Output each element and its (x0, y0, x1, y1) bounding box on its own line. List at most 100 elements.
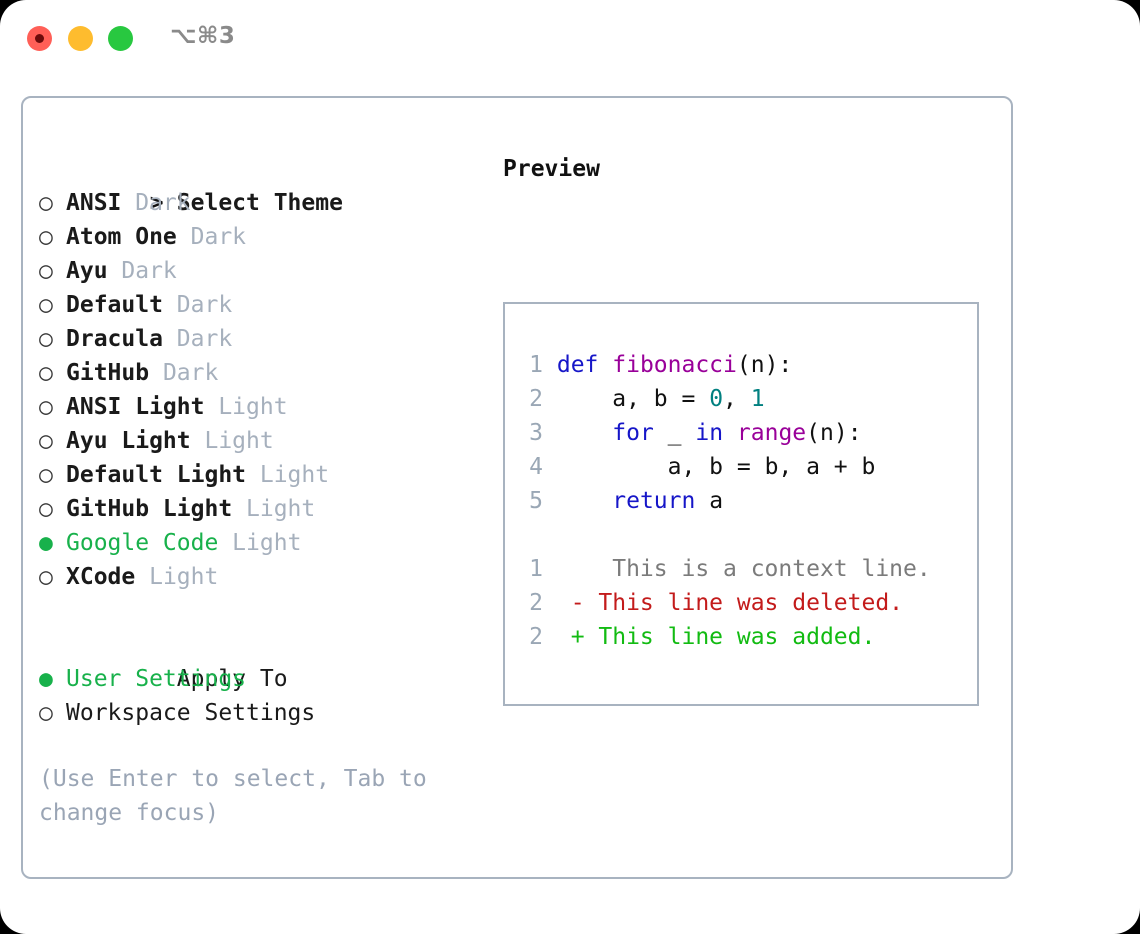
preview-column: Preview 1 def fibonacci(n):2 a, b = 0, 1… (503, 152, 993, 706)
code-token: return (612, 488, 696, 514)
diff-line: 1 This is a context line. (517, 552, 967, 586)
section-spacer (39, 594, 509, 628)
line-number: 2 (529, 590, 543, 616)
theme-variant-tag: Dark (107, 258, 177, 284)
theme-list-item[interactable]: ○ Dracula Dark (39, 322, 509, 356)
theme-variant-tag: Light (135, 564, 219, 590)
theme-name: GitHub (66, 360, 150, 386)
select-theme-header: > Select Theme (39, 152, 509, 216)
apply-to-list: ● User Settings ○Workspace Settings (39, 662, 509, 730)
line-number: 2 (529, 386, 543, 412)
theme-variant-tag: Light (204, 394, 288, 420)
minimize-button-icon[interactable] (68, 26, 93, 51)
theme-list-item[interactable]: ○ GitHub Dark (39, 356, 509, 390)
maximize-button-icon[interactable] (108, 26, 133, 51)
radio-unselected-icon[interactable]: ○ (39, 224, 53, 250)
apply-to-label: User Settings (66, 666, 247, 692)
code-token: (n): (736, 352, 793, 378)
theme-variant-tag: Dark (176, 224, 247, 250)
prompt-caret-icon: > (149, 190, 164, 216)
gutter-gap (543, 454, 557, 480)
radio-unselected-icon[interactable]: ○ (39, 462, 53, 488)
theme-list-item[interactable]: ○ANSI Light Light (39, 390, 509, 424)
theme-list-item[interactable]: ○Ayu Dark (39, 254, 509, 288)
apply-to-option[interactable]: ● User Settings (39, 662, 509, 696)
theme-name: Default (66, 292, 163, 318)
line-number: 1 (529, 352, 543, 378)
page-title: Select Theme (176, 190, 343, 216)
radio-unselected-icon[interactable]: ○ (39, 564, 53, 590)
radio-unselected-icon[interactable]: ○ (39, 428, 53, 454)
theme-name: Google Code (66, 530, 219, 556)
theme-list-item[interactable]: ○ XCode Light (39, 560, 509, 594)
radio-unselected-icon[interactable]: ○ (39, 700, 53, 726)
code-token: 0 (709, 386, 724, 412)
theme-list-item[interactable]: ○Atom One Dark (39, 220, 509, 254)
radio-unselected-icon[interactable]: ○ (39, 326, 53, 352)
diff-marker: - (543, 590, 585, 616)
theme-list-item[interactable]: ○ Ayu Light Light (39, 424, 509, 458)
code-token: 1 (750, 386, 765, 412)
diff-marker (543, 556, 585, 582)
code-line: 1 def fibonacci(n): (517, 348, 967, 382)
theme-list-item[interactable]: ○ Default Dark (39, 288, 509, 322)
theme-variant-tag: Light (246, 462, 330, 488)
code-token: in (695, 420, 724, 446)
radio-unselected-icon[interactable]: ○ (39, 292, 53, 318)
diff-line: 2 - This line was deleted. (517, 586, 967, 620)
code-line: 4 a, b = b, a + b (517, 450, 967, 484)
theme-variant-tag: Light (232, 496, 316, 522)
code-token: def (556, 352, 613, 378)
theme-variant-tag: Light (190, 428, 274, 454)
code-token: a, b = (556, 386, 710, 412)
code-token: fibonacci (612, 352, 737, 378)
radio-unselected-icon[interactable]: ○ (39, 360, 53, 386)
radio-selected-icon[interactable]: ● (39, 666, 53, 692)
line-number: 3 (529, 420, 543, 446)
theme-variant-tag: Dark (121, 190, 191, 216)
preview-header: Preview (503, 156, 600, 182)
gutter-gap (543, 420, 557, 446)
line-number: 1 (529, 556, 543, 582)
recording-indicator-icon (35, 34, 44, 43)
radio-unselected-icon[interactable]: ○ (39, 190, 53, 216)
theme-picker-column: >Select Theme ○ANSI Dark○Atom One Dark○A… (39, 152, 509, 730)
line-number: 5 (529, 488, 543, 514)
radio-unselected-icon[interactable]: ○ (39, 496, 53, 522)
code-token: (n): (806, 420, 862, 446)
theme-name: Default Light (66, 462, 247, 488)
theme-name: Dracula (66, 326, 163, 352)
keyboard-hint-text: (Use Enter to select, Tab to change focu… (39, 766, 427, 826)
theme-list-item[interactable]: ● Google Code Light (39, 526, 509, 560)
theme-list: ○ANSI Dark○Atom One Dark○Ayu Dark○Defaul… (39, 186, 509, 594)
theme-list-item[interactable]: ○ Default Light Light (39, 458, 509, 492)
diff-marker: + (543, 624, 585, 650)
code-token: for (612, 420, 654, 446)
keyboard-shortcut-label: ⌥⌘3 (170, 23, 236, 49)
code-line: 2 a, b = 0, 1 (517, 382, 967, 416)
code-line: 3 for _ in range(n): (517, 416, 967, 450)
theme-variant-tag: Light (218, 530, 302, 556)
theme-name: XCode (66, 564, 136, 590)
diff-text: This is a context line. (584, 556, 931, 582)
theme-name: GitHub Light (66, 496, 233, 522)
code-token: a, b = b, a + b (556, 454, 876, 480)
code-token: a (695, 488, 724, 514)
radio-unselected-icon[interactable]: ○ (39, 258, 53, 284)
line-number: 4 (529, 454, 543, 480)
theme-variant-tag: Dark (149, 360, 219, 386)
code-token: _ (653, 420, 696, 446)
theme-list-item[interactable]: ○ANSI Dark (39, 186, 509, 220)
theme-variant-tag: Dark (162, 292, 233, 318)
theme-name: Ayu Light (66, 428, 191, 454)
diff-text: This line was added. (584, 624, 876, 650)
main-panel: >Select Theme ○ANSI Dark○Atom One Dark○A… (21, 96, 1013, 879)
radio-selected-icon[interactable]: ● (39, 530, 53, 556)
code-token: , (723, 386, 751, 412)
theme-variant-tag: Dark (162, 326, 233, 352)
radio-unselected-icon[interactable]: ○ (39, 394, 53, 420)
theme-list-item[interactable]: ○ GitHub Light Light (39, 492, 509, 526)
apply-to-option[interactable]: ○Workspace Settings (39, 696, 509, 730)
